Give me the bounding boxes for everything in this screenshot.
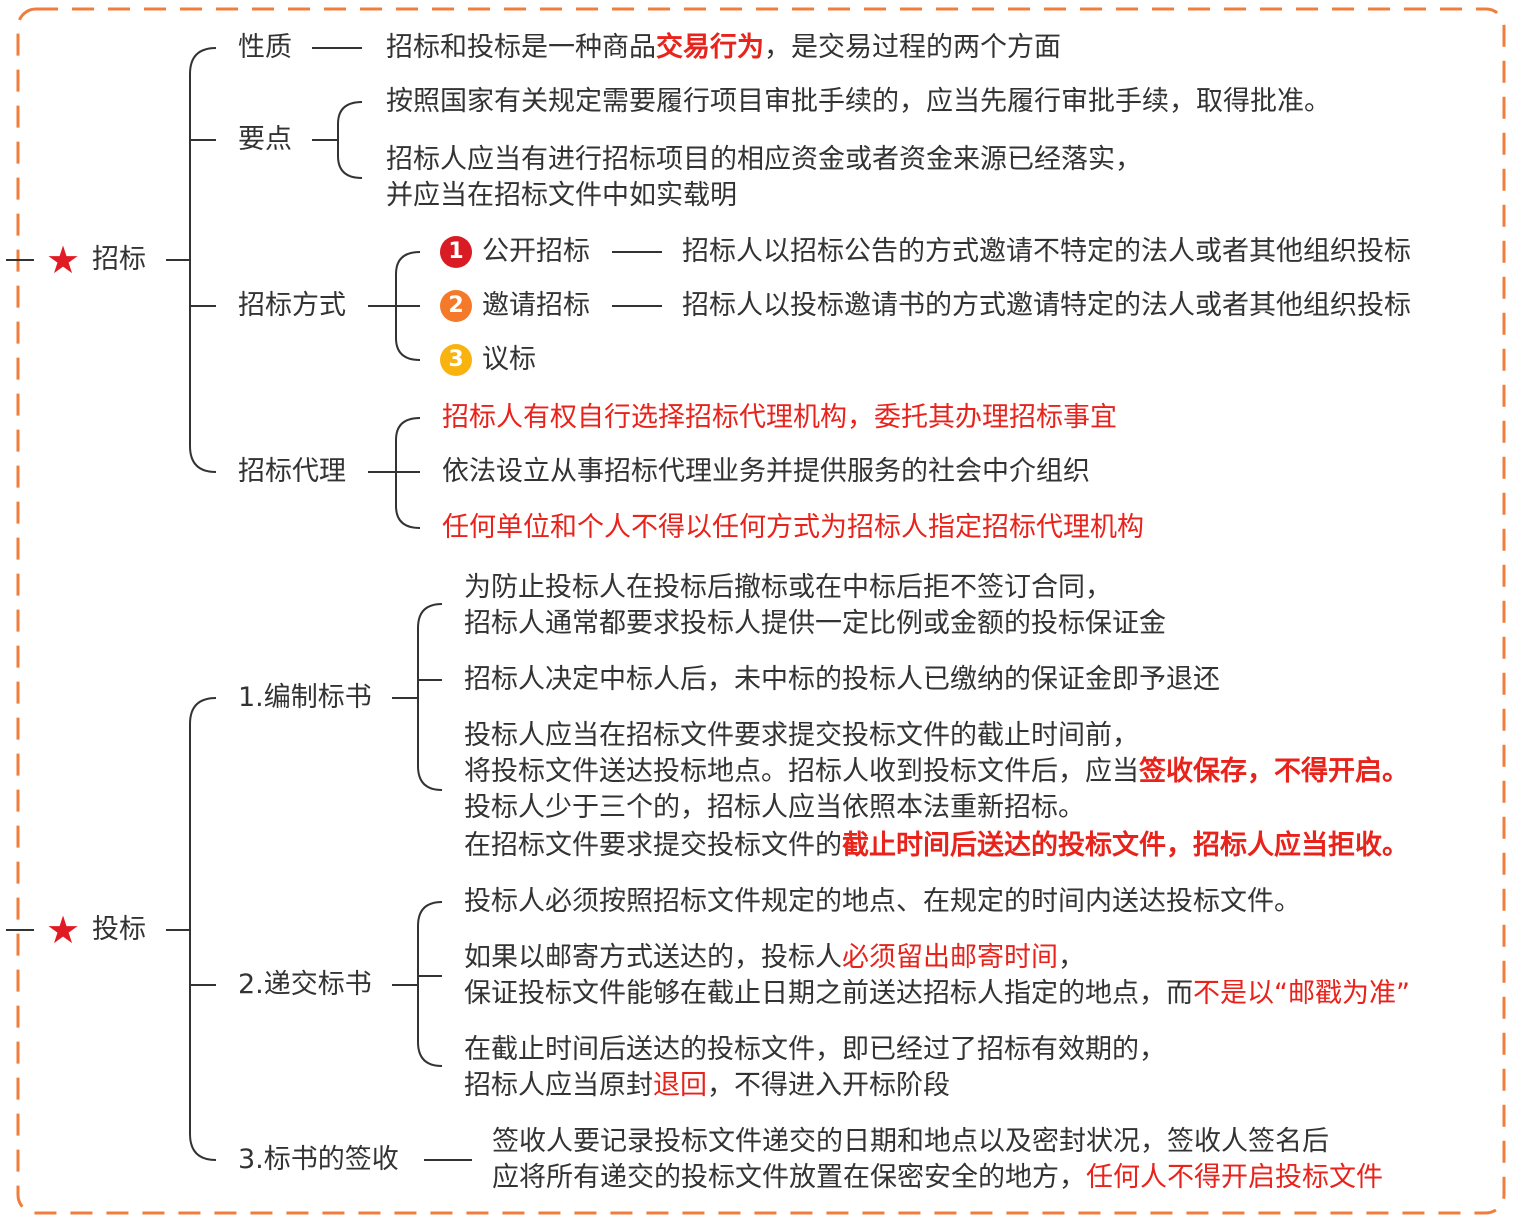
qianshou-line-1: 签收人要记录投标文件递交的日期和地点以及密封状况，签收人签名后: [492, 1126, 1329, 1157]
dijiao-item-3-line-1: 在截止时间后送达的投标文件，即已经过了招标有效期的，: [464, 1034, 1166, 1065]
fangshi-label: 招标方式: [238, 290, 346, 321]
qianshou-line-2: 应将所有递交的投标文件放置在保密安全的地方，任何人不得开启投标文件: [492, 1162, 1383, 1193]
xingzhi-highlight: 交易行为: [656, 32, 764, 63]
fangshi-item-2-desc: 招标人以投标邀请书的方式邀请特定的法人或者其他组织投标: [682, 290, 1411, 321]
daili-item-3: 任何单位和个人不得以任何方式为招标人指定招标代理机构: [442, 512, 1144, 543]
daili-label: 招标代理: [238, 456, 346, 487]
dijiao-label: 2.递交标书: [238, 969, 372, 1000]
dijiao-item-2-line-1: 如果以邮寄方式送达的，投标人必须留出邮寄时间，: [464, 942, 1085, 973]
fangshi-item-3-label: 议标: [482, 344, 536, 375]
fangshi-item-2-label: 邀请招标: [482, 290, 590, 321]
qianshou-label: 3.标书的签收: [238, 1144, 399, 1175]
fangshi-item-1-desc: 招标人以招标公告的方式邀请不特定的法人或者其他组织投标: [682, 236, 1411, 267]
yaodian-item-2-line-2: 并应当在招标文件中如实载明: [386, 180, 737, 211]
bianzhi-highlight-2: 截止时间后送达的投标文件，招标人应当拒收。: [842, 830, 1409, 861]
toubiao-root-label: 投标: [92, 914, 146, 945]
bianzhi-item-2: 招标人决定中标人后，未中标的投标人已缴纳的保证金即予退还: [464, 664, 1220, 695]
yaodian-label: 要点: [238, 124, 292, 155]
bianzhi-highlight-1: 签收保存，不得开启。: [1139, 756, 1409, 787]
number-badge-1: 1: [440, 236, 472, 268]
dijiao-item-3-line-2: 招标人应当原封退回，不得进入开标阶段: [464, 1070, 950, 1101]
dijiao-highlight-1: 必须留出邮寄时间: [842, 942, 1058, 973]
number-badge-2: 2: [440, 290, 472, 322]
bianzhi-item-3-line-4: 在招标文件要求提交投标文件的截止时间后送达的投标文件，招标人应当拒收。: [464, 830, 1409, 861]
yaodian-item-1: 按照国家有关规定需要履行项目审批手续的，应当先履行审批手续，取得批准。: [386, 86, 1331, 117]
zhaobiao-bracket: [189, 47, 217, 473]
fangshi-item-1-label: 公开招标: [482, 236, 590, 267]
bianzhi-item-3-line-1: 投标人应当在招标文件要求提交投标文件的截止时间前，: [464, 720, 1139, 751]
outer-dashed-border: [16, 7, 1506, 1215]
number-badge-3: 3: [440, 344, 472, 376]
daili-item-2: 依法设立从事招标代理业务并提供服务的社会中介组织: [442, 456, 1090, 487]
daili-item-1: 招标人有权自行选择招标代理机构，委托其办理招标事宜: [442, 402, 1117, 433]
yaodian-item-2-line-1: 招标人应当有进行招标项目的相应资金或者资金来源已经落实，: [386, 144, 1142, 175]
zhaobiao-root-label: 招标: [92, 244, 146, 275]
dijiao-highlight-2: 不是以“邮戳为准”: [1193, 978, 1410, 1009]
xingzhi-label: 性质: [238, 32, 292, 63]
dijiao-highlight-3: 退回: [653, 1070, 707, 1101]
dijiao-item-2-line-2: 保证投标文件能够在截止日期之前送达招标人指定的地点，而不是以“邮戳为准”: [464, 978, 1410, 1009]
star-icon: ★: [46, 908, 81, 952]
dijiao-item-1: 投标人必须按照招标文件规定的地点、在规定的时间内送达投标文件。: [464, 886, 1301, 917]
bianzhi-item-1-line-1: 为防止投标人在投标后撤标或在中标后拒不签订合同，: [464, 572, 1112, 603]
bianzhi-item-3-line-3: 投标人少于三个的，招标人应当依照本法重新招标。: [464, 792, 1085, 823]
bianzhi-label: 1.编制标书: [238, 682, 372, 713]
toubiao-bracket: [189, 697, 217, 1161]
star-icon: ★: [46, 238, 81, 282]
qianshou-highlight: 任何人不得开启投标文件: [1086, 1162, 1383, 1193]
xingzhi-text: 招标和投标是一种商品交易行为，是交易过程的两个方面: [386, 32, 1061, 63]
bianzhi-item-1-line-2: 招标人通常都要求投标人提供一定比例或金额的投标保证金: [464, 608, 1166, 639]
bianzhi-item-3-line-2: 将投标文件送达投标地点。招标人收到投标文件后，应当签收保存，不得开启。: [464, 756, 1409, 787]
